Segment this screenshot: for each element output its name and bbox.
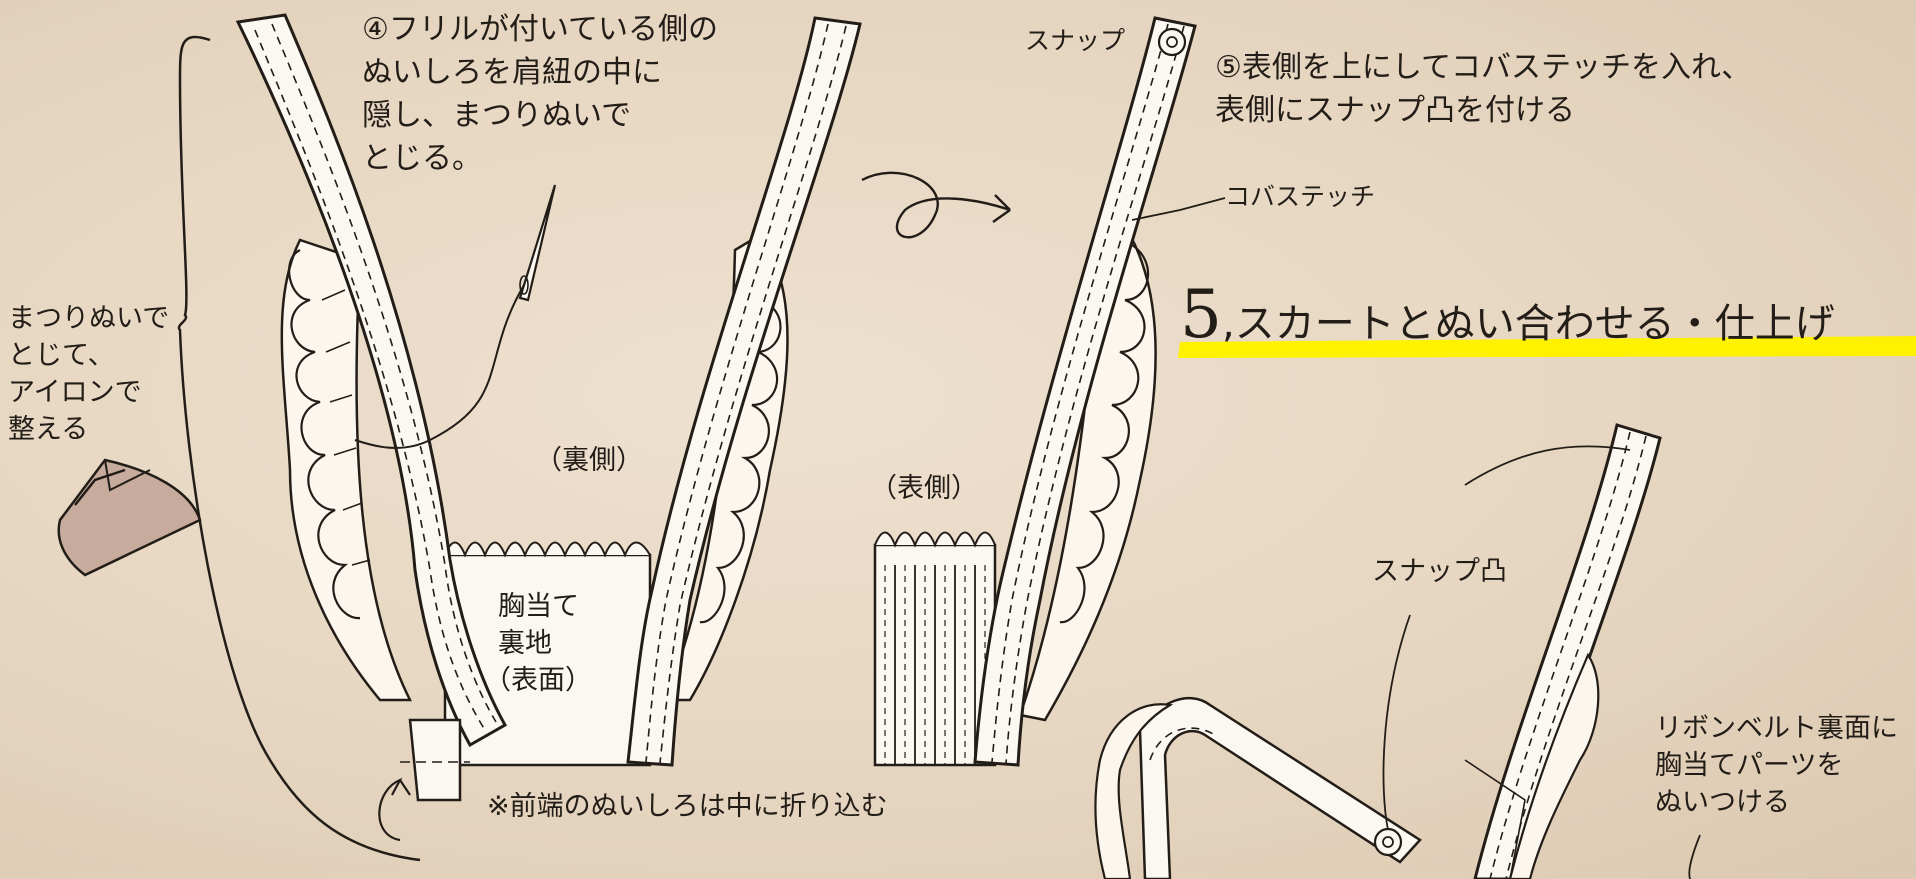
bib-lining-line: 裏地: [498, 628, 552, 659]
bib-lining-line: （表面）: [484, 665, 592, 696]
step4-line: ぬいしろを肩紐の中に: [362, 55, 662, 90]
iron-icon: [57, 458, 202, 577]
section-highlight: [1178, 336, 1916, 358]
ribbon-note-line: 胸当てパーツを: [1655, 750, 1844, 781]
omote-side-label: （表側）: [870, 473, 978, 504]
ribbon-note: リボンベルト裏面に 胸当てパーツを ぬいつける: [1655, 710, 1898, 821]
strap-a-left: [235, 13, 508, 748]
needle-icon: [354, 184, 557, 449]
snap-icon: [1157, 27, 1187, 57]
section-title: 5,スカートとぬい合わせる・仕上げ: [1180, 280, 1835, 350]
step5-line: 表側にスナップ凸を付ける: [1215, 93, 1575, 128]
left-bracket: [177, 35, 421, 862]
step4-line: 隠し、まつりぬいで: [362, 98, 632, 133]
snap-male-label: スナップ凸: [1372, 556, 1507, 587]
fold-note: ※前端のぬいしろは中に折り込む: [487, 791, 888, 822]
left-note-line: アイロンで: [8, 377, 142, 408]
section-number: 5: [1180, 276, 1222, 353]
snap-label: スナップ: [1025, 26, 1126, 55]
kobastitch-label: コバステッチ: [1225, 182, 1376, 211]
strap-c: [1473, 423, 1662, 879]
step4-note: ④フリルが付いている側の ぬいしろを肩紐の中に 隠し、まつりぬいで とじる。: [362, 8, 718, 180]
panel-a-frill: [280, 238, 413, 702]
left-note-line: まつりぬいで: [8, 303, 170, 334]
ura-side-label: （裏側）: [535, 445, 643, 476]
left-note-line: とじて、: [8, 340, 115, 371]
step5-note: ⑤表側を上にしてコバステッチを入れ、 表側にスナップ凸を付ける: [1215, 46, 1751, 132]
panel-b-frill: [1018, 233, 1157, 722]
step4-line: ④フリルが付いている側の: [362, 12, 718, 47]
ribbon-note-line: リボンベルト裏面に: [1655, 713, 1898, 744]
curved-arrow-icon: [378, 777, 411, 842]
bib-lining-line: 胸当て: [498, 591, 579, 622]
step4-line: とじる。: [362, 141, 482, 176]
left-note-line: 整える: [8, 414, 89, 445]
ribbon-note-line: ぬいつける: [1655, 787, 1790, 818]
strap-b: [973, 16, 1197, 767]
transition-arrow: [861, 171, 1011, 239]
left-note: まつりぬいで とじて、 アイロンで 整える: [8, 300, 169, 448]
snap-male-icon: [1373, 827, 1403, 857]
section-title-text: ,スカートとぬい合わせる・仕上げ: [1222, 301, 1835, 347]
step5-line: ⑤表側を上にしてコバステッチを入れ、: [1215, 50, 1752, 85]
bib-lining-label: 胸当て 裏地 （表面）: [484, 588, 592, 699]
